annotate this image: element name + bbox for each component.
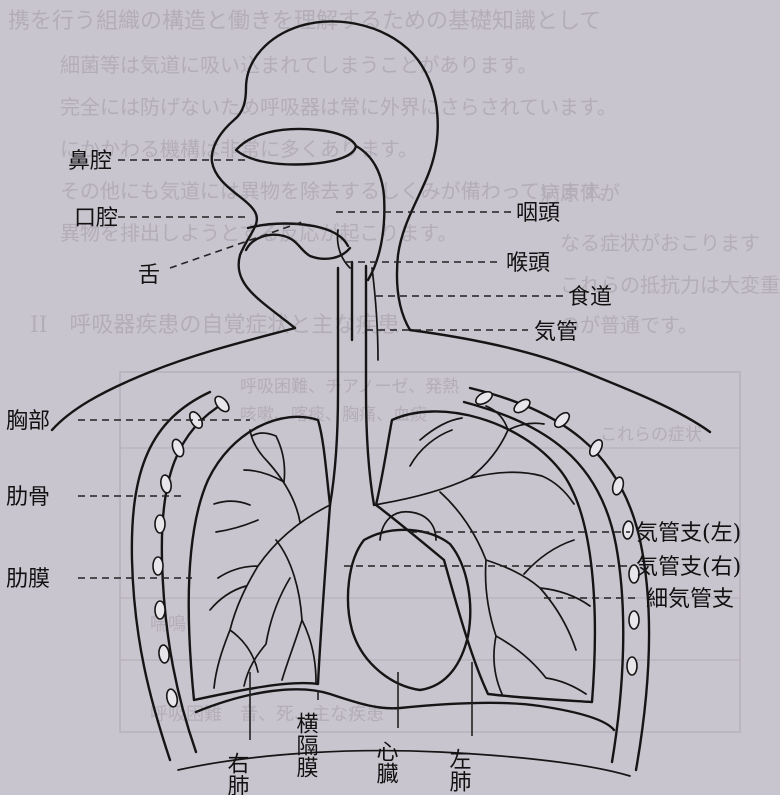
- label-pharynx: 咽頭: [516, 201, 560, 226]
- bg-line-3: 完全には防げないため呼吸器は常に外界にさらされています。: [60, 95, 617, 119]
- bg-right-line-2: なる症状がおこります: [560, 231, 760, 255]
- rib-segment: [155, 515, 165, 533]
- rib-segment: [153, 557, 163, 575]
- rib-segment: [629, 611, 639, 629]
- bg-line-4: にかかわる機構は非常に多くあります。: [60, 137, 418, 161]
- bronchial-tree-right: [210, 430, 330, 688]
- label-oral-cavity: 口腔: [74, 206, 118, 231]
- rib-segment: [512, 397, 532, 416]
- label-esophagus: 食道: [568, 285, 612, 310]
- rib-segment: [552, 410, 572, 430]
- bg-line-5: その他にも気道には異物を除去するしくみが備わっています。: [60, 179, 618, 203]
- heart-outline: [348, 530, 470, 690]
- lungs: [189, 406, 595, 702]
- bronchial-tree-left: [374, 406, 590, 694]
- label-heart: 心臓: [373, 740, 399, 784]
- rib-segment: [158, 645, 170, 664]
- label-ribs: 肋骨: [6, 485, 50, 510]
- label-left-lung: 左肺: [446, 748, 472, 792]
- rib-segment: [587, 438, 605, 459]
- bg-line-2: 細菌等は気道に吸い込まれてしまうことがあります。: [60, 53, 537, 77]
- label-chest: 胸部: [6, 409, 50, 434]
- label-diaphragm: 横隔膜: [293, 712, 319, 778]
- label-trachea: 気管: [534, 320, 578, 345]
- label-bronchiole: 細気管支: [646, 587, 734, 612]
- bg-table-line-3: これらの症状: [600, 425, 702, 445]
- bg-table-line-1: 呼吸困難、チアノーゼ、発熱: [240, 377, 459, 397]
- rib-segment: [627, 657, 637, 675]
- bg-section-heading: II 呼吸器疾患の自覚症状と主な疾患: [30, 313, 399, 338]
- label-pleura: 肋膜: [6, 567, 50, 592]
- bg-line-1: 携を行う組織の構造と働きを理解するための基礎知識として: [8, 9, 601, 34]
- nasopharynx-wall: [356, 146, 384, 280]
- label-bronchus-right: 気管支(右): [636, 555, 741, 580]
- label-nasal-cavity: 鼻腔: [68, 149, 112, 174]
- rib-segment: [474, 389, 495, 407]
- background-text: 携を行う組織の構造と働きを理解するための基礎知識として 細菌等は気道に吸い込まれ…: [8, 9, 780, 732]
- rib-segment: [622, 521, 634, 540]
- right-lung-outline: [189, 417, 330, 700]
- label-tongue: 舌: [138, 263, 160, 288]
- bg-right-line-4: のが普通です。: [560, 313, 698, 337]
- label-right-lung: 右肺: [224, 752, 250, 795]
- label-bronchus-left: 気管支(左): [636, 521, 741, 546]
- rib-segment: [155, 601, 165, 619]
- rib-segment: [212, 394, 231, 414]
- label-larynx: 喉頭: [506, 251, 550, 276]
